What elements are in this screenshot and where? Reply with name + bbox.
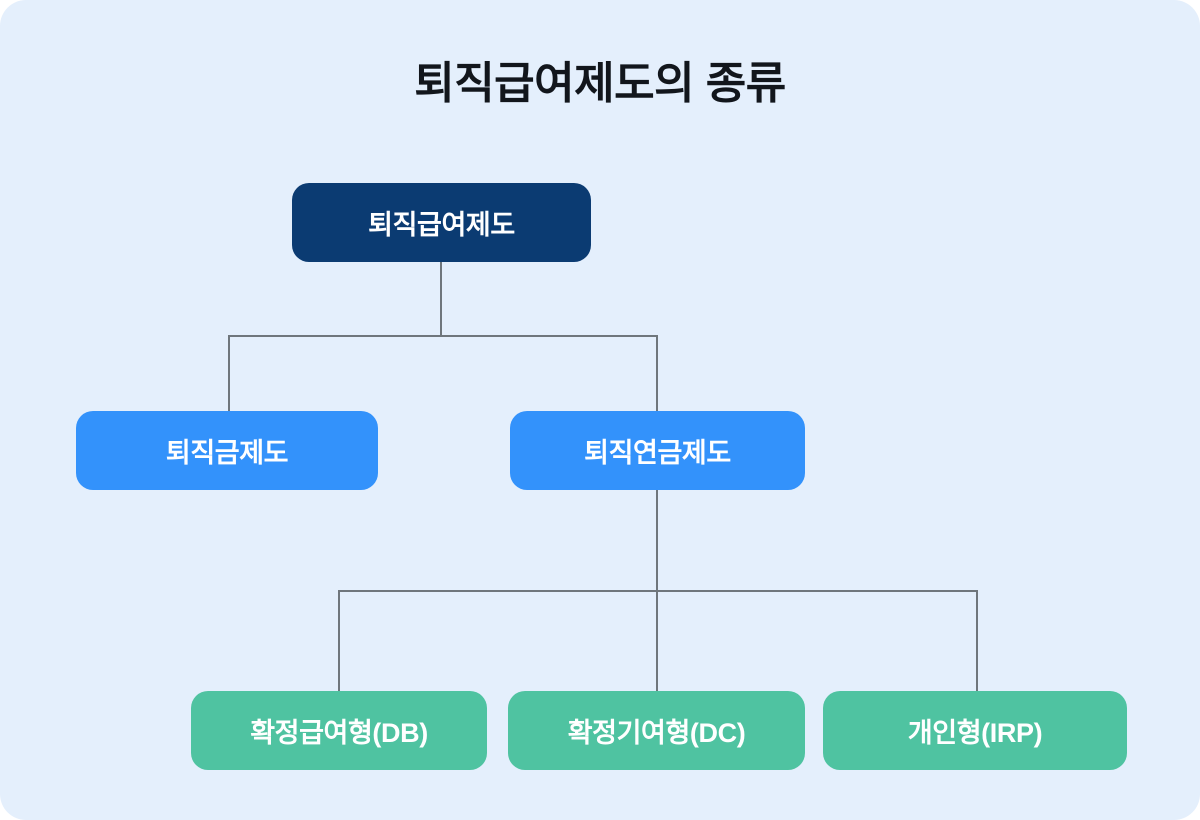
edge-to-retirement-pension-system <box>656 335 658 412</box>
edge-to-defined-benefit <box>338 590 340 692</box>
edge-level2-horizontal-bar <box>338 590 978 592</box>
edge-to-defined-contribution <box>656 590 658 692</box>
page-title: 퇴직급여제도의 종류 <box>414 59 786 108</box>
node-retirement-pension-system[interactable]: 퇴직연금제도 <box>510 411 805 490</box>
edge-to-individual-retirement-pension <box>976 590 978 692</box>
node-retirement-benefit-system[interactable]: 퇴직급여제도 <box>292 183 591 262</box>
node-defined-benefit[interactable]: 확정급여형(DB) <box>191 691 487 770</box>
edge-pension-to-split <box>656 490 658 592</box>
node-defined-contribution[interactable]: 확정기여형(DC) <box>508 691 805 770</box>
edge-to-severance-pay-system <box>228 335 230 412</box>
edge-level1-horizontal-bar <box>228 335 658 337</box>
node-severance-pay-system[interactable]: 퇴직금제도 <box>76 411 378 490</box>
node-individual-retirement-pension[interactable]: 개인형(IRP) <box>823 691 1127 770</box>
edge-root-to-split <box>440 262 442 337</box>
